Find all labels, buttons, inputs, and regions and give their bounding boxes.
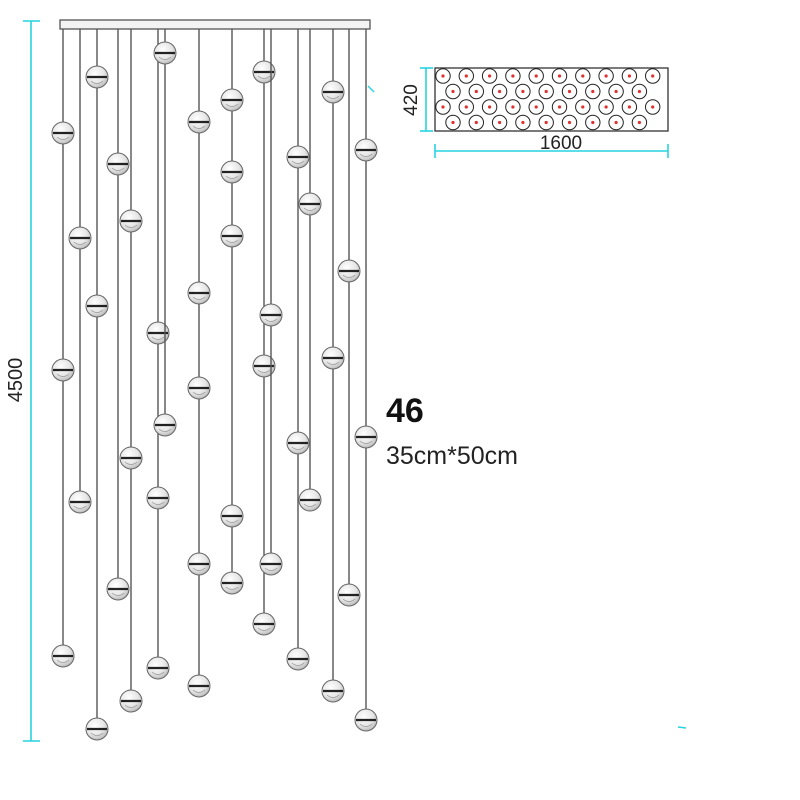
plan-globe-center (488, 105, 492, 109)
plan-globe-center (521, 89, 525, 94)
crystal-globe (153, 41, 177, 65)
plan-globe-center (451, 89, 455, 94)
crystal-globe (220, 504, 244, 528)
dimension-tick-marks (367, 85, 687, 729)
crystal-globe (252, 60, 276, 84)
pendant-count: 46 (386, 392, 424, 430)
crystal-globe (85, 65, 109, 89)
crystal-globe (259, 303, 283, 327)
crystal-globe (119, 689, 143, 713)
crystal-globe (354, 708, 378, 732)
plan-globe-center (604, 105, 608, 109)
crystal-globe (286, 647, 310, 671)
plan-globe-center (591, 120, 595, 125)
plan-globe-center (614, 120, 618, 125)
plan-globe-center (614, 89, 618, 94)
plan-globe-center (637, 89, 642, 94)
crystal-globe (321, 80, 345, 104)
plan-globe-center (451, 120, 455, 125)
crystal-globe (220, 224, 244, 248)
plan-globe-center (637, 120, 642, 125)
plan-view-globes (435, 68, 661, 131)
plan-globe-center (567, 89, 572, 94)
depth-dimension (420, 67, 433, 132)
plan-globe-center (544, 89, 548, 94)
crystal-globe (119, 446, 143, 470)
plan-globe-center (498, 120, 502, 125)
crystal-globe (220, 160, 244, 184)
plan-globe-center (464, 105, 468, 109)
plan-globe-center (604, 74, 608, 78)
crystal-globe (259, 552, 283, 576)
crystal-globe (321, 679, 345, 703)
crystal-globe (354, 425, 378, 449)
crystal-globe (85, 717, 109, 741)
plan-globe-center (474, 120, 478, 125)
crystal-globe (187, 674, 211, 698)
crystal-globe (68, 490, 92, 514)
height-dimension-label: 4500 (5, 358, 27, 403)
crystal-globe (51, 358, 75, 382)
crystal-globe (252, 612, 276, 636)
crystal-globe (286, 431, 310, 455)
plan-globe-center (557, 74, 562, 78)
crystal-globe (106, 577, 130, 601)
crystal-globe (298, 488, 322, 512)
crystal-globe (321, 346, 345, 370)
crystal-globe (187, 376, 211, 400)
plan-globe-center (627, 74, 632, 78)
crystal-globe (68, 226, 92, 250)
plan-globe-center (474, 89, 478, 94)
crystal-globe (85, 294, 109, 318)
crystal-globe (187, 110, 211, 134)
plan-globe-center (581, 105, 585, 109)
crystal-globe (187, 552, 211, 576)
crystal-globe (252, 354, 276, 378)
crystal-globe (298, 192, 322, 216)
plan-globe-center (627, 105, 632, 109)
crystal-globe (146, 486, 170, 510)
width-dimension-label: 1600 (540, 133, 582, 154)
plan-globe-center (464, 74, 468, 78)
plan-globe-center (498, 89, 502, 94)
plan-globe-center (441, 74, 445, 78)
plan-globe-center (581, 74, 585, 78)
crystal-globe (106, 152, 130, 176)
crystal-globe (146, 656, 170, 680)
crystal-globe (220, 571, 244, 595)
plan-globe-center (511, 74, 515, 78)
plan-globe-center (441, 105, 445, 109)
plan-globe-center (651, 105, 655, 109)
pendant-group (51, 29, 378, 741)
crystal-globe (119, 209, 143, 233)
crystal-globe (354, 138, 378, 162)
globe-size: 35cm*50cm (386, 442, 518, 470)
plan-globe-center (511, 105, 515, 109)
width-dimension (434, 144, 669, 158)
plan-globe-center (591, 89, 595, 94)
plan-globe-center (488, 74, 492, 78)
crystal-globe (187, 281, 211, 305)
canopy-bar (59, 19, 371, 30)
plan-globe-center (544, 120, 548, 125)
plan-globe-center (521, 120, 525, 125)
crystal-globe (220, 88, 244, 112)
crystal-globe (51, 121, 75, 145)
crystal-globe (153, 413, 177, 437)
height-dimension (23, 20, 40, 742)
crystal-globe (51, 644, 75, 668)
plan-globe-center (557, 105, 562, 109)
plan-globe-center (651, 74, 655, 78)
plan-globe-center (567, 120, 572, 125)
plan-globe-center (534, 74, 538, 78)
plan-globe-center (534, 105, 538, 109)
crystal-globe (337, 259, 361, 283)
crystal-globe (337, 583, 361, 607)
crystal-globe (286, 145, 310, 169)
depth-dimension-label: 420 (401, 84, 422, 116)
